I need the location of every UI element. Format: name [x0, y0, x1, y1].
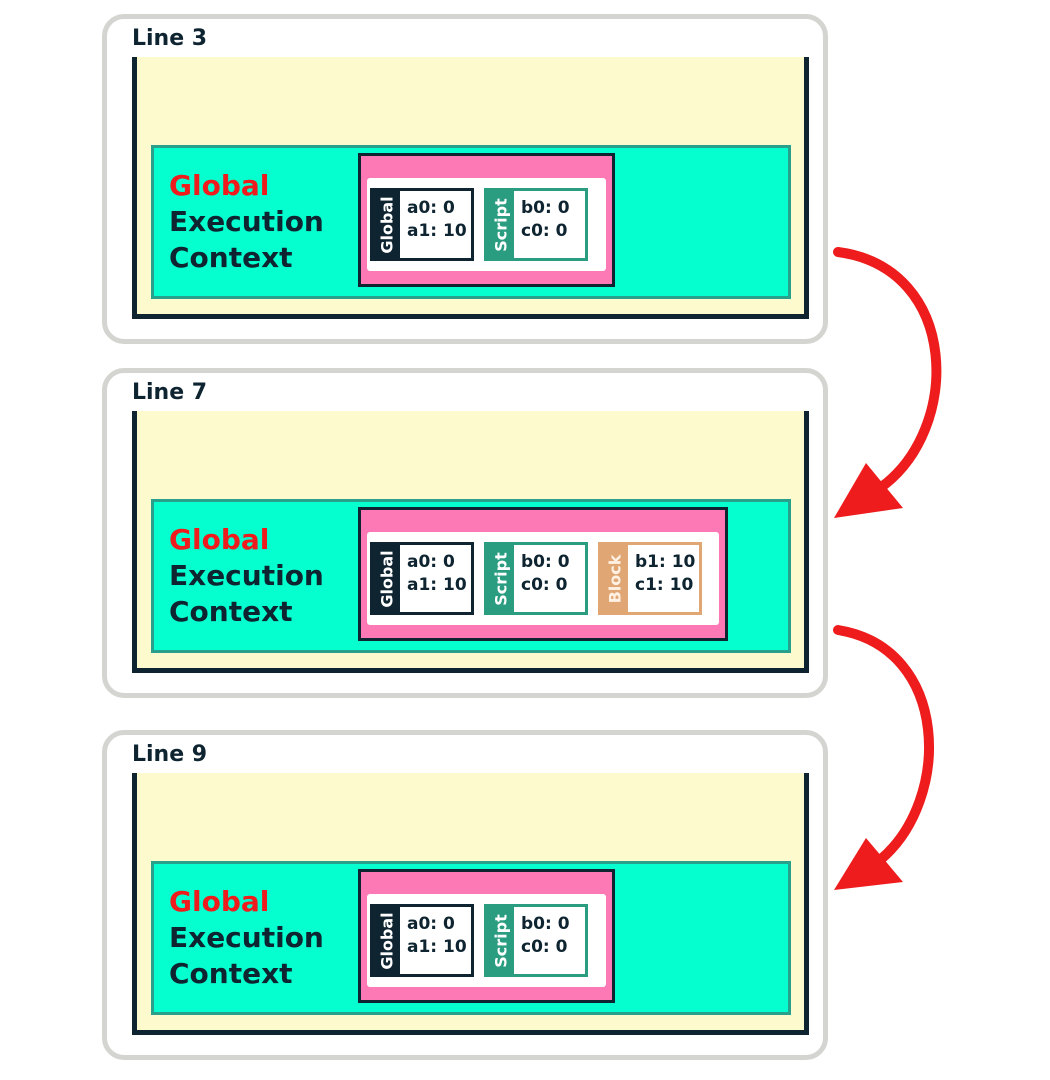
scope-vars: a0: 0 a1: 10: [400, 545, 467, 612]
variable: b0: 0: [521, 198, 570, 218]
lexical-environment: Global a0: 0 a1: 10 Script b0: 0 c0: 0: [358, 153, 615, 287]
variable: c0: 0: [521, 937, 568, 957]
snapshot-panel-line-7: Line 7 Global Execution Context Global a…: [102, 368, 828, 698]
lexical-environment: Global a0: 0 a1: 10 Script b0: 0 c0: 0: [358, 869, 615, 1003]
context-label: Global Execution Context: [169, 884, 324, 992]
context-label-global: Global: [169, 523, 270, 556]
scope-container: Global a0: 0 a1: 10 Script b0: 0 c0: 0: [367, 894, 606, 987]
script-scope: Script b0: 0 c0: 0: [484, 188, 588, 261]
scope-vars: a0: 0 a1: 10: [400, 191, 467, 258]
variable: a1: 10: [407, 575, 467, 595]
snapshot-panel-line-9: Line 9 Global Execution Context Global a…: [102, 730, 828, 1060]
arrow-line3-to-line7: [833, 247, 942, 518]
context-label-execution: Execution: [169, 921, 324, 954]
context-label-execution: Execution: [169, 205, 324, 238]
global-scope: Global a0: 0 a1: 10: [370, 188, 474, 261]
variable: c0: 0: [521, 221, 568, 241]
lexical-environment: Global a0: 0 a1: 10 Script b0: 0 c0: 0: [358, 507, 728, 641]
global-execution-context: Global Execution Context Global a0: 0 a1…: [151, 145, 791, 299]
script-scope: Script b0: 0 c0: 0: [484, 542, 588, 615]
context-label-global: Global: [169, 885, 270, 918]
scope-tab: Block: [601, 545, 628, 612]
panel-title: Line 9: [132, 742, 208, 767]
scope-container: Global a0: 0 a1: 10 Script b0: 0 c0: 0: [367, 532, 719, 625]
scope-vars: b0: 0 c0: 0: [514, 191, 570, 258]
variable: b0: 0: [521, 914, 570, 934]
panel-title: Line 3: [132, 26, 208, 51]
scope-vars: b0: 0 c0: 0: [514, 907, 570, 974]
variable: a1: 10: [407, 937, 467, 957]
scope-vars: b0: 0 c0: 0: [514, 545, 570, 612]
context-label-context: Context: [169, 957, 293, 990]
panel-title: Line 7: [132, 380, 208, 405]
variable: b1: 10: [635, 552, 696, 572]
scope-tab: Global: [373, 907, 400, 974]
context-label-execution: Execution: [169, 559, 324, 592]
snapshot-panel-line-3: Line 3 Global Execution Context Global a…: [102, 14, 828, 344]
variable: b0: 0: [521, 552, 570, 572]
global-scope: Global a0: 0 a1: 10: [370, 904, 474, 977]
global-execution-context: Global Execution Context Global a0: 0 a1…: [151, 499, 791, 653]
variable: a0: 0: [407, 914, 455, 934]
variable: a0: 0: [407, 198, 455, 218]
context-label-context: Context: [169, 241, 293, 274]
call-stack: Global Execution Context Global a0: 0 a1…: [132, 57, 809, 319]
scope-tab: Script: [487, 907, 514, 974]
scope-container: Global a0: 0 a1: 10 Script b0: 0 c0: 0: [367, 178, 606, 271]
block-scope: Block b1: 10 c1: 10: [598, 542, 702, 615]
context-label-context: Context: [169, 595, 293, 628]
scope-vars: a0: 0 a1: 10: [400, 907, 467, 974]
call-stack: Global Execution Context Global a0: 0 a1…: [132, 773, 809, 1035]
scope-vars: b1: 10 c1: 10: [628, 545, 695, 612]
scope-tab: Script: [487, 191, 514, 258]
context-label: Global Execution Context: [169, 168, 324, 276]
script-scope: Script b0: 0 c0: 0: [484, 904, 588, 977]
global-scope: Global a0: 0 a1: 10: [370, 542, 474, 615]
variable: c1: 10: [635, 575, 694, 595]
context-label-global: Global: [169, 169, 270, 202]
scope-tab: Global: [373, 191, 400, 258]
scope-tab: Global: [373, 545, 400, 612]
scope-tab: Script: [487, 545, 514, 612]
global-execution-context: Global Execution Context Global a0: 0 a1…: [151, 861, 791, 1015]
context-label: Global Execution Context: [169, 522, 324, 630]
variable: a1: 10: [407, 221, 467, 241]
variable: a0: 0: [407, 552, 455, 572]
call-stack: Global Execution Context Global a0: 0 a1…: [132, 411, 809, 673]
variable: c0: 0: [521, 575, 568, 595]
arrow-line7-to-line9: [833, 625, 934, 890]
